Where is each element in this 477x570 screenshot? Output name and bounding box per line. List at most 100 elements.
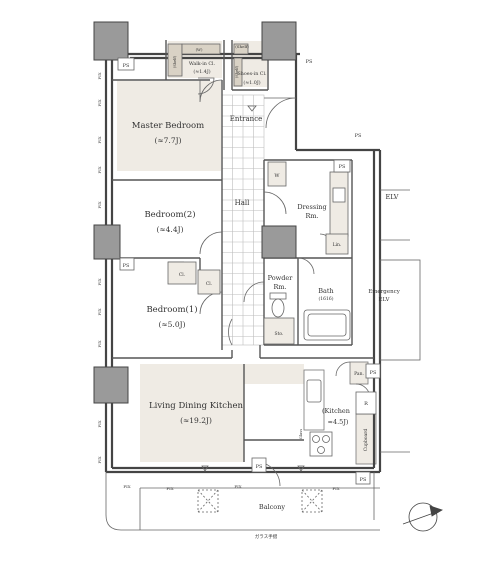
door-entrance — [264, 97, 297, 129]
pan-label: Pan. — [354, 371, 364, 377]
shoesin-size: (≈1.0J) — [243, 79, 260, 86]
labels: Master Bedroom (≈7.7J) Bedroom(2) (≈4.4J… — [97, 44, 401, 540]
powder-label-1: Powder — [268, 274, 294, 282]
closet-bed2 — [167, 261, 197, 285]
toilet-tank — [269, 292, 287, 300]
lin-label: Lin. — [333, 242, 342, 248]
fix-label-14: FIX — [332, 486, 339, 491]
fridge-spot — [355, 391, 377, 415]
door-ldk — [228, 318, 233, 346]
cl-label-bed1: Cl. — [206, 281, 213, 287]
door-master — [199, 79, 223, 103]
ps-label-6: PS — [370, 370, 377, 376]
glass-label: Glass — [298, 429, 303, 439]
column-top-left — [93, 21, 129, 61]
fix-label-5: FIX — [97, 201, 102, 208]
balcony — [105, 472, 380, 531]
vanity — [329, 171, 349, 237]
door-walkin — [197, 77, 215, 95]
door-dressing — [263, 191, 287, 215]
dressing-label-1: Dressing — [297, 203, 326, 211]
elv-label: ELV — [386, 193, 399, 201]
columns — [93, 21, 297, 404]
column-top-mid — [261, 21, 297, 61]
column-hall — [261, 225, 297, 259]
shoesin-name: Shoes-in Cl. — [237, 71, 267, 77]
fix-label-7: FIX — [97, 308, 102, 315]
ps-label-2: PS — [123, 263, 130, 269]
markers — [201, 105, 305, 472]
kitchen-sink — [306, 379, 322, 403]
hall-label: Hall — [235, 199, 251, 207]
column-left-mid — [93, 224, 121, 260]
ldk-floor-right — [244, 364, 304, 384]
fix-label-3: FIX — [97, 136, 102, 143]
door-bath — [297, 257, 315, 275]
door-pantry — [335, 361, 351, 377]
bedroom1-size: (≈5.0J) — [158, 320, 185, 329]
ps-label-8: PS — [360, 477, 367, 483]
door-bedroom1 — [199, 291, 223, 315]
fixtures — [117, 43, 421, 485]
fix-label-9: FIX — [97, 420, 102, 427]
walkin-size: (≈1.4J) — [193, 68, 210, 75]
north-arrow-icon — [402, 502, 443, 532]
bath-label-1: Bath — [318, 287, 333, 295]
cupboard-label: Cupboard — [363, 429, 369, 452]
shoesin-shelf: (Shelf) — [235, 44, 249, 49]
bath-label-2: (1616) — [319, 295, 334, 302]
fix-label-12: FIX — [166, 486, 173, 491]
linen-cabinet — [325, 233, 349, 255]
fix-label-11: FIX — [123, 484, 130, 489]
bathtub — [303, 309, 351, 341]
balcony-label: Balcony — [259, 503, 285, 511]
fix-label-10: FIX — [97, 456, 102, 463]
ldk-size: (≈19.2J) — [180, 416, 212, 425]
toilet-bowl — [271, 298, 285, 318]
master-bedroom-size: (≈7.7J) — [154, 136, 181, 145]
ps-label-5: PS — [355, 133, 362, 139]
dressing-label-2: Rm. — [305, 212, 318, 220]
shoesin-shelf-side: (Shelf) — [235, 65, 239, 78]
fix-label-1: FIX — [97, 72, 102, 79]
interior-walls — [112, 40, 374, 462]
entrance-label: Entrance — [230, 115, 263, 123]
walkin-name: Walk-in Cl. — [189, 61, 216, 67]
ps-label-1: PS — [123, 63, 130, 69]
kitchen-size: ≈4.5J) — [328, 418, 349, 426]
hall-tile-grid — [221, 94, 265, 346]
emergency-label: Emergency — [368, 289, 401, 295]
storage — [263, 317, 295, 345]
r-label: R — [364, 401, 368, 407]
door-bedroom2 — [199, 231, 223, 255]
kitchen-name: (Kitchen — [322, 407, 350, 415]
bedroom2-name: Bedroom(2) — [144, 209, 195, 220]
fix-label-6: FIX — [97, 278, 102, 285]
bedroom2-floor — [145, 188, 190, 250]
stove — [309, 431, 333, 457]
column-left-low — [93, 366, 129, 404]
ps-label-7: PS — [256, 464, 263, 470]
emergency-elv-label: ELV — [379, 297, 391, 303]
fix-label-13: FIX — [234, 484, 241, 489]
fix-label-8: FIX — [97, 340, 102, 347]
ldk-floor — [140, 364, 244, 462]
sto-label: Sto. — [275, 331, 285, 337]
powder-label-2: Rm. — [273, 283, 286, 291]
walkin-shelf-side: (Shelf) — [173, 55, 177, 68]
ldk-name: Living Dining Kitchen — [149, 401, 244, 411]
fix-label-2: FIX — [97, 99, 102, 106]
cl-label-bed2: Cl. — [179, 272, 186, 278]
fix-label-4: FIX — [97, 166, 102, 173]
door-powder — [243, 281, 265, 303]
w-label: W — [274, 173, 280, 179]
master-bedroom-name: Master Bedroom — [132, 121, 204, 131]
ps-label-4: PS — [339, 164, 346, 170]
bedroom1-name: Bedroom(1) — [146, 304, 197, 315]
washer — [267, 161, 287, 187]
walkin-shelf-w: (W) — [196, 47, 203, 52]
ps-label-3: PS — [306, 59, 313, 65]
glass-rail-label: ガラス手摺 — [255, 533, 278, 540]
bedroom2-size: (≈4.4J) — [156, 225, 183, 234]
